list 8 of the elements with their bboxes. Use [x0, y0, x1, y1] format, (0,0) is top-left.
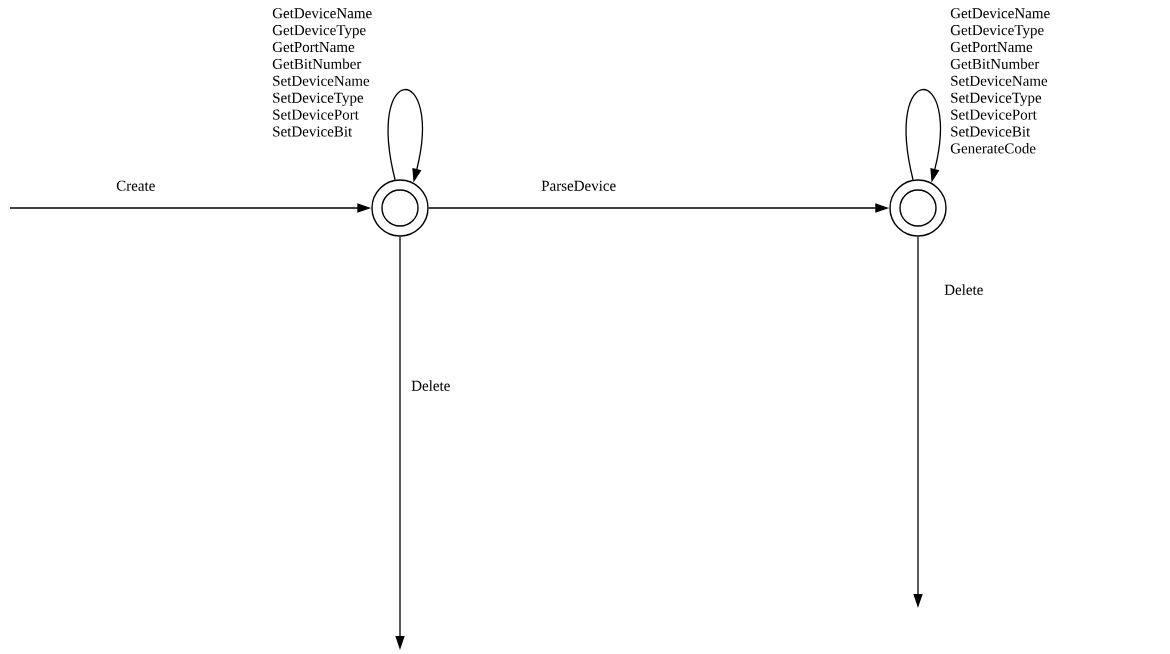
edge-label: Create: [115, 179, 157, 192]
edge-label: GetDeviceName GetDeviceType GetPortName GetBitNumber SetDeviceName SetDeviceType SetDevicePort SetDeviceBit GenerateCode: [950, 8, 1050, 154]
edge-label: GetDeviceName GetDeviceType GetPortName GetBitNumber SetDeviceName SetDeviceType SetDevicePort SetDeviceBit: [272, 8, 372, 137]
edge-label: Delete: [410, 379, 452, 392]
edge-label: Delete: [943, 283, 985, 296]
double-circle-state: [371, 179, 429, 237]
double-circle-state: [889, 179, 947, 237]
edge-label: ParseDevice: [540, 179, 618, 192]
